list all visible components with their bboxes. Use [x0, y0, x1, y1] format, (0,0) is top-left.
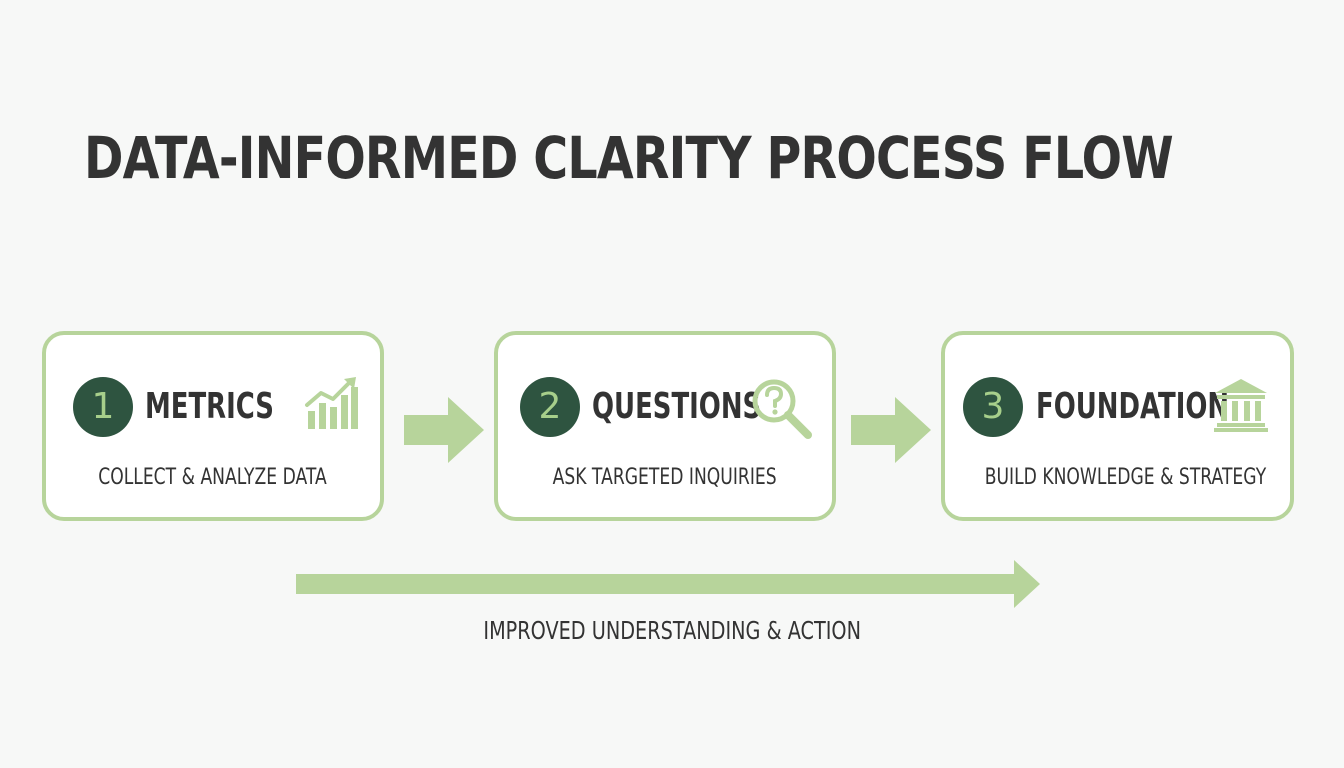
outcome-arrow [296, 560, 1040, 608]
magnifier-question-icon [752, 379, 812, 439]
step-number-badge: 1 [73, 377, 133, 437]
step-label: METRICS [145, 386, 274, 427]
diagram-title: DATA-INFORMED CLARITY PROCESS FLOW [84, 124, 1174, 192]
step-label: QUESTIONS [592, 386, 762, 427]
step-card-foundation: 3 FOUNDATION BUILD KNOWLEDGE & STRATEGY [941, 331, 1294, 521]
bar-chart-growth-icon [305, 377, 358, 429]
step-card-metrics: 1 METRICS COLLECT & ANALYZE DATA [42, 331, 384, 521]
institution-building-icon [1214, 379, 1268, 432]
step-label: FOUNDATION [1036, 386, 1230, 427]
step-number-badge: 2 [520, 377, 580, 437]
step-card-questions: 2 QUESTIONS ASK TARGETED INQUIRIES [494, 331, 836, 521]
outcome-label: IMPROVED UNDERSTANDING & ACTION [483, 616, 861, 645]
step-description: BUILD KNOWLEDGE & STRATEGY [984, 465, 1267, 490]
flow-arrow-1-to-2 [404, 397, 484, 463]
step-description: COLLECT & ANALYZE DATA [98, 465, 328, 490]
flow-arrow-2-to-3 [851, 397, 931, 463]
step-description: ASK TARGETED INQUIRIES [552, 465, 778, 490]
step-number-badge: 3 [963, 377, 1023, 437]
